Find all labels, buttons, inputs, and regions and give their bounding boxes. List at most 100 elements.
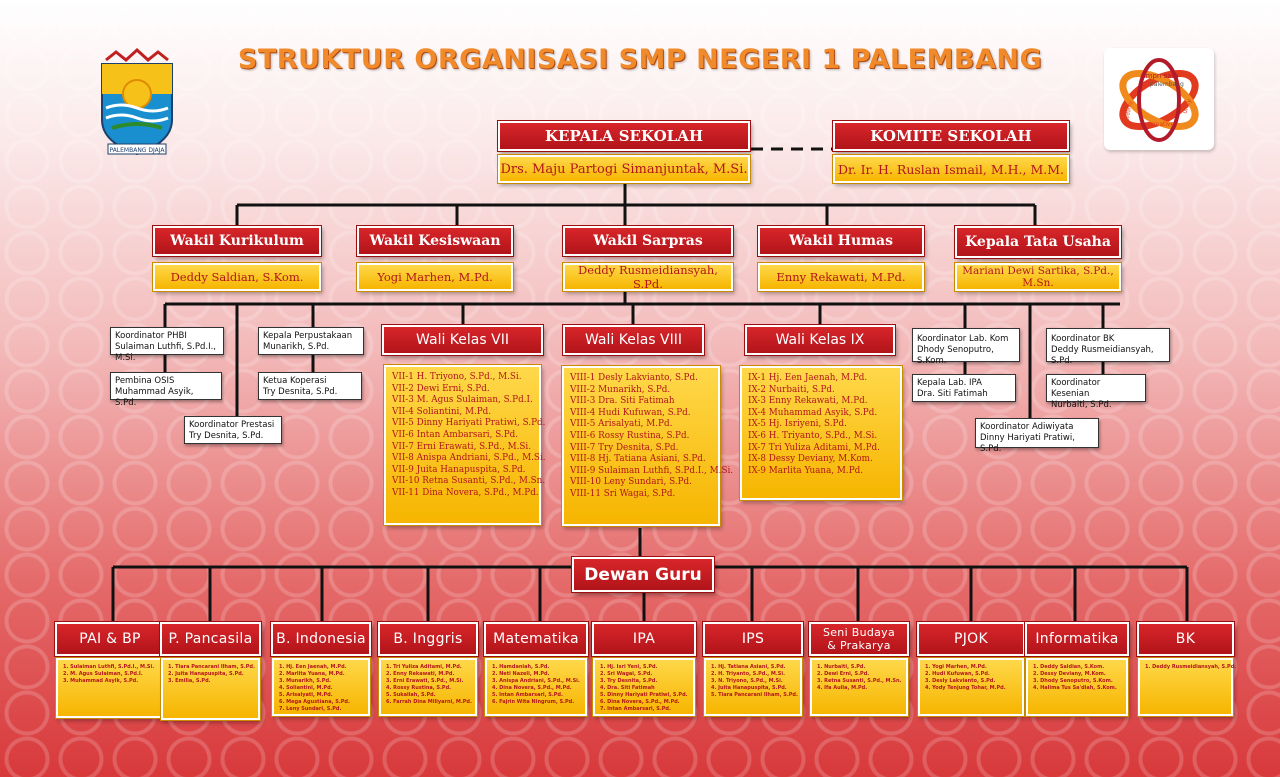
subject-teacher-list: 1. Nurbaiti, S.Pd.2. Dewi Erni, S.Pd.3. … [810,658,908,716]
subject-teacher: 3. N. Triyono, S.Pd., M.Si. [711,678,783,684]
wali-item: IX-9 Marlita Yuana, M.Pd. [748,465,864,476]
subject-teacher: 6. Farrah Dina Miliyarni, M.Pd. [386,699,472,705]
logo-line2: palembang [1150,81,1184,88]
page-title: STRUKTUR ORGANISASI SMP NEGERI 1 PALEMBA… [237,44,1043,75]
subject-teacher: 6. Fajrin Wita Ningrum, S.Pd. [492,699,575,705]
wali-item: VIII-1 Desly Lakvianto, S.Pd. [570,373,698,383]
koordinator-adiwiyata-name: Dinny Hariyati Pratiwi, S.Pd. [980,433,1075,454]
subject-teacher: 2. Hudi Kufuwan, S.Pd. [925,671,990,677]
kepala-lab-ipa-role: Kepala Lab. IPA [917,378,982,388]
wali-item: IX-8 Dessy Deviany, M.Kom. [748,454,873,465]
koordinator-adiwiyata-role: Koordinator Adiwiyata [980,422,1074,432]
subject-teacher: 2. H. Triyanto, S.Pd., M.Si. [711,671,786,677]
kepala-perpustakaan-name: Munarikh, S.Pd. [263,342,330,352]
komite-name: Dr. Ir. H. Ruslan Ismail, M.H., M.M. [833,155,1069,183]
subject-teacher: 3. Desly Lakvianto, S.Pd. [925,678,996,684]
subject-teacher: 2. Neti Nazeli, M.Pd. [492,671,550,677]
subject-teacher: 2. Marlita Yuana, M.Pd. [279,671,345,677]
wali-item: VIII-2 Munarikh, S.Pd. [570,384,671,395]
kepala-perpustakaan-role: Kepala Perpustakaan [263,331,353,341]
koordinator-phbi: Koordinator PHBI Sulaiman Luthfi, S.Pd.I… [110,327,224,363]
komite-title: KOMITE SEKOLAH [833,121,1069,151]
wali-item: VII-3 M. Agus Sulaiman, S.Pd.I. [392,395,533,406]
wakil-kesiswaan-name: Yogi Marhen, M.Pd. [357,263,513,291]
koordinator-bk-name: Deddy Rusmeidiansyah, S.Pd. [1051,345,1154,366]
school-logo: smpn satu palembang creative unity solid… [1104,48,1214,150]
subject-teacher: 3. Erni Erawati, S.Pd., M.Si. [386,678,464,684]
wakil-kurikulum-name: Deddy Saldian, S.Kom. [153,263,321,291]
subject-teacher: 1. Hj. Isri Yeni, S.Pd. [600,664,658,670]
subject-teacher: 1. Hj. Een Jaenah, M.Pd. [279,664,347,670]
subject-teacher-list: 1. Hamdaniah, S.Pd.2. Neti Nazeli, M.Pd.… [485,658,587,716]
subject-teacher: 3. Emilia, S.Pd. [168,678,211,684]
wali-kelas-vii-title: Wali Kelas VII [382,325,543,355]
koordinator-bk-role: Koordinator BK [1051,334,1115,344]
subject-teacher: 5. Tiara Pancarani Ilham, S.Pd. [711,692,798,698]
wali-item: VIII-5 Arisalyati, M.Pd. [570,419,673,430]
subject-teacher: 1. Sulaiman Luthfi, S.Pd.I., M.Si. [63,664,155,670]
kepala-title: KEPALA SEKOLAH [498,121,750,151]
subject-title: Matematika [484,622,588,656]
ketua-koperasi: Ketua Koperasi Try Desnita, S.Pd. [258,372,362,400]
koordinator-kesenian: Koordinator Kesenian Nurbaiti, S.Pd. [1046,374,1146,410]
kepala-name: Drs. Maju Partogi Simanjuntak, M.Si. [498,155,750,183]
wakil-kurikulum-title: Wakil Kurikulum [153,226,321,256]
wali-item: IX-2 Nurbaiti, S.Pd. [748,384,835,395]
subject-title: BK [1137,622,1234,656]
koordinator-prestasi-role: Koordinator Prestasi [189,420,275,430]
logo-line1: smpn satu [1142,72,1179,80]
koordinator-lab-kom: Koordinator Lab. Kom Dhody Senoputro, S.… [912,328,1020,366]
subject-teacher: 3. Munarikh, S.Pd. [279,678,331,684]
subject-title: B. Inggris [378,622,478,656]
logo-word2: unity [1181,98,1193,115]
wali-item: VII-6 Intan Ambarsari, S.Pd. [392,429,519,440]
subject-title: Seni Budaya & Prakarya [809,622,909,656]
wali-item: VIII-3 Dra. Siti Fatimah [570,396,675,407]
subject-teacher: 3. Dhody Senoputro, S.Kom. [1033,678,1113,684]
wali-kelas-ix-list: IX-1 Hj. Een Jaenah, M.Pd.IX-2 Nurbaiti,… [740,366,902,500]
koordinator-prestasi-name: Try Desnita, S.Pd. [189,431,264,441]
wakil-kesiswaan-title: Wakil Kesiswaan [357,226,513,256]
wali-item: VIII-7 Try Desnita, S.Pd. [570,442,679,453]
wali-item: IX-1 Hj. Een Jaenah, M.Pd. [748,373,868,383]
subject-teacher: 4. Dina Novera, S.Pd., M.Pd. [492,685,572,691]
wali-item: VIII-4 Hudi Kufuwan, S.Pd. [570,407,691,418]
wali-item: VIII-8 Hj. Tatiana Asiani, S.Pd. [570,454,706,465]
kepala-tu-name: Mariani Dewi Sartika, S.Pd., M.Sn. [955,263,1121,291]
subject-title: IPA [592,622,696,656]
subject-teacher: 6. Dina Novera, S.Pd., M.Pd. [600,699,680,705]
wali-item: VIII-10 Leny Sundari, S.Pd. [570,477,692,488]
logo-caption: PALEMBANG DJAJA [109,147,165,154]
subject-teacher: 1. Hj. Tatiana Asiani, S.Pd. [711,664,786,670]
wali-item: VIII-11 Sri Wagai, S.Pd. [570,488,676,499]
subject-teacher: 4. Juita Hanapuspita, S.Pd. [711,685,787,691]
palembang-logo: PALEMBANG DJAJA [96,47,178,158]
subject-teacher: 6. Mega Agustiana, S.Pd. [279,699,350,705]
subject-teacher: 1. Deddy Rusmeidiansyah, S.Pd. [1145,664,1237,670]
subject-teacher: 2. Dewi Erni, S.Pd. [817,671,870,677]
subject-teacher: 2. Enny Rekawati, M.Pd. [386,671,455,677]
subject-teacher: 2. Sri Wagai, S.Pd. [600,671,653,677]
kepala-lab-ipa-name: Dra. Siti Fatimah [917,389,988,399]
koordinator-phbi-role: Koordinator PHBI [115,331,187,341]
wakil-sarpras-name: Deddy Rusmeidiansyah, S.Pd. [563,263,733,291]
subject-title: PJOK [917,622,1025,656]
subject-teacher: 5. Intan Ambarsari, S.Pd. [492,692,563,698]
wali-item: VII-7 Erni Erawati, S.Pd., M.Si. [392,441,532,452]
subject-teacher-list: 1. Hj. Een Jaenah, M.Pd.2. Marlita Yuana… [272,658,370,716]
wali-item: VII-10 Retna Susanti, S.Pd., M.Sn. [392,476,546,487]
subject-teacher: 1. Nurbaiti, S.Pd. [817,664,866,670]
subject-teacher: 4. Rossy Rustina, S.Pd. [386,685,452,691]
logo-word1: creative [1150,121,1175,128]
subject-teacher: 1. Tri Yuliza Aditami, M.Pd. [386,664,462,670]
koordinator-kesenian-name: Nurbaiti, S.Pd. [1051,400,1112,410]
subject-teacher: 1. Yogi Marhen, M.Pd. [925,664,987,670]
wali-item: IX-3 Enny Rekawati, M.Pd. [748,396,868,407]
subject-title: P. Pancasila [160,622,261,656]
subject-teacher: 3. Anispa Andriani, S.Pd., M.Si. [492,678,580,684]
koordinator-prestasi: Koordinator Prestasi Try Desnita, S.Pd. [184,416,282,444]
wali-kelas-ix-title: Wali Kelas IX [745,325,895,355]
pembina-osis-name: Muhammad Asyik, S.Pd. [115,387,194,408]
kepala-perpustakaan: Kepala Perpustakaan Munarikh, S.Pd. [258,327,364,355]
wakil-humas-name: Enny Rekawati, M.Pd. [758,263,924,291]
